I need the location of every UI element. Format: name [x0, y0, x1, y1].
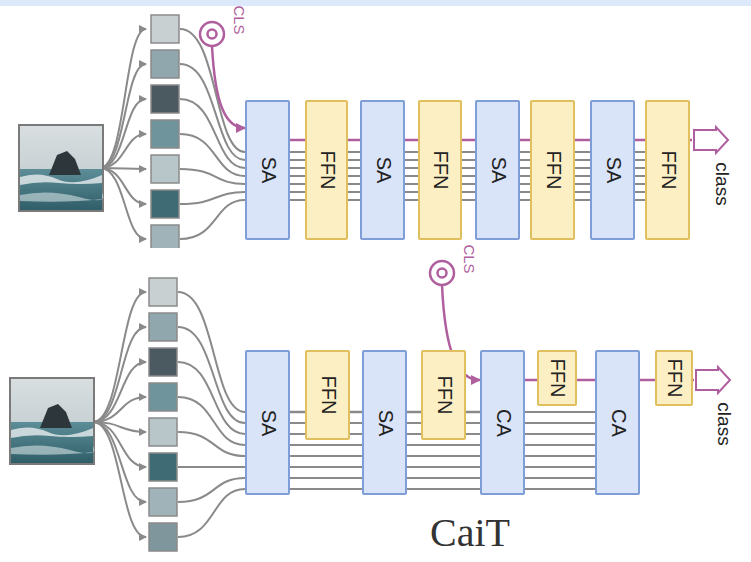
output-label: class: [711, 162, 733, 205]
ffn-block: FFN: [537, 350, 577, 406]
block-label: FFN: [663, 359, 686, 398]
token-flow: [525, 379, 537, 382]
token-flow: [290, 411, 305, 414]
block-label: FFN: [656, 151, 679, 190]
output-label: class: [713, 402, 735, 445]
block-label: FFN: [541, 151, 564, 190]
token-flow: [575, 139, 590, 142]
ffn-block: FFN: [645, 100, 690, 240]
block-label: SA: [486, 157, 509, 184]
token-flow: [212, 46, 245, 128]
attention-block: SA: [360, 100, 405, 240]
token-flow: [348, 139, 360, 142]
block-label: SA: [601, 157, 624, 184]
token-flow: [690, 139, 692, 142]
token-label: CLS: [230, 5, 247, 34]
ffn-block: FFN: [655, 350, 693, 406]
block-label: FFN: [429, 151, 452, 190]
block-label: FFN: [432, 376, 455, 415]
attention-block: SA: [245, 100, 290, 240]
block-label: SA: [256, 157, 279, 184]
attention-block: CA: [595, 350, 640, 495]
block-label: FFN: [316, 376, 339, 415]
ffn-block: FFN: [530, 100, 575, 240]
ffn-block: FFN: [305, 350, 350, 440]
class-output: class: [694, 366, 740, 452]
block-label: CA: [606, 409, 629, 437]
attention-block: SA: [362, 350, 407, 495]
token-flow: [520, 139, 530, 142]
block-label: FFN: [315, 151, 338, 190]
ffn-block: FFN: [421, 350, 466, 440]
token-flow: [577, 379, 595, 382]
token-flow: [290, 139, 305, 142]
block-label: FFN: [546, 359, 569, 398]
ffn-block: FFN: [305, 100, 348, 240]
token-flow: [635, 139, 645, 142]
block-label: CA: [491, 409, 514, 437]
token-flow: [405, 139, 418, 142]
token-flow: [693, 379, 694, 382]
attention-block: CA: [480, 350, 525, 495]
ffn-block: FFN: [418, 100, 462, 240]
attention-block: SA: [245, 350, 290, 495]
attention-block: SA: [590, 100, 635, 240]
token-label: CLS: [460, 244, 477, 273]
block-label: SA: [371, 157, 394, 184]
token-flow: [462, 139, 475, 142]
attention-block: SA: [475, 100, 520, 240]
model-name: CaiT: [430, 510, 510, 556]
token-flow: [350, 411, 362, 414]
block-label: SA: [256, 409, 279, 436]
token-flow: [407, 411, 421, 414]
cls-token: CLS: [195, 4, 255, 52]
token-flow: [640, 379, 655, 382]
cls-token: CLS: [425, 243, 485, 291]
block-label: SA: [373, 409, 396, 436]
class-output: class: [692, 126, 738, 212]
token-flow: [466, 411, 480, 414]
